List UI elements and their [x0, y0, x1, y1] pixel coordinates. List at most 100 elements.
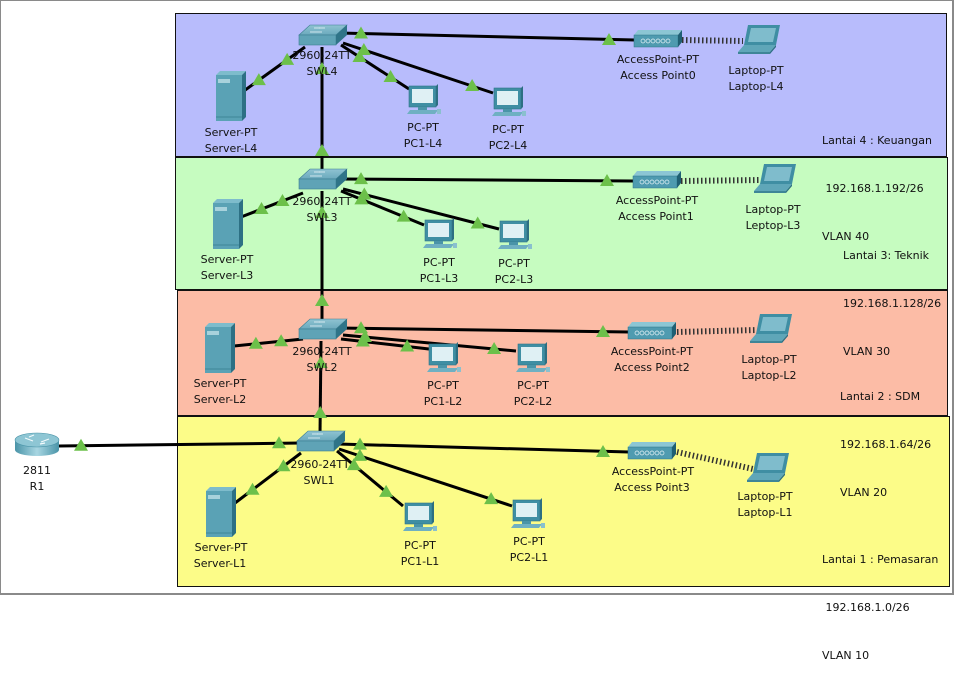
r1-model-label: 2811 — [23, 464, 51, 477]
link-light-swl1-side — [313, 406, 328, 419]
wireless-link-ap1-lap3[interactable] — [680, 177, 762, 184]
ap2-name-label: Access Point2 — [614, 361, 690, 374]
server-l4-model-label: Server-PT — [204, 126, 258, 139]
pc1-l4-model-label: PC-PT — [407, 121, 439, 134]
link-light-pc2l4-side — [465, 79, 480, 92]
link-light-swl3-side — [275, 193, 290, 206]
pc1-l2-name-label: PC1-L2 — [423, 395, 463, 408]
pc-icon-pc2l2[interactable] — [516, 342, 550, 372]
server-l1-model-label: Server-PT — [194, 541, 248, 554]
switch-icon-swl2[interactable] — [298, 318, 348, 340]
floor-4-subnet: 192.168.1.192/26 — [822, 182, 924, 195]
cable-swl2-pc2l2[interactable] — [342, 333, 517, 353]
link-light-swl2-side — [315, 294, 329, 306]
laptop-l2-name-label: Laptop-L2 — [741, 369, 797, 382]
switch-icon-swl4[interactable] — [298, 24, 348, 46]
laptop-icon-lap4[interactable] — [738, 25, 780, 54]
topology-canvas — [14, 24, 796, 537]
cable-swl2-srv2[interactable] — [233, 337, 304, 348]
pc-icon-pc2l3[interactable] — [498, 219, 532, 249]
pc-icon-pc1l3[interactable] — [423, 218, 457, 248]
pc2-l2-name-label: PC2-L2 — [513, 395, 553, 408]
cable-swl1-ap3[interactable] — [337, 442, 630, 454]
pc-icon-pc1l2[interactable] — [427, 342, 461, 372]
link-light-ap2-side — [596, 325, 610, 337]
link-light-pc2l3-side — [470, 216, 485, 229]
link-light-swl1-side — [352, 437, 367, 450]
link-light-swl2-side — [313, 355, 328, 368]
link-light-srv2-side — [248, 336, 263, 349]
floor-1-subnet: 192.168.1.0/26 — [822, 601, 910, 614]
wireless-link-ap2-lap2[interactable] — [676, 327, 758, 335]
link-light-swl1-side — [272, 436, 287, 449]
link-light-swl2-side — [353, 321, 368, 334]
link-light-pc2l1-side — [484, 492, 499, 505]
swl3-model-label: 2960-24TT — [292, 195, 352, 208]
floor-3-note: Lantai 3: Teknik 192.168.1.128/26 VLAN 3… — [843, 216, 941, 392]
link-light-ap0-side — [602, 33, 616, 45]
link-light-swl2-side — [357, 330, 372, 343]
switch-icon-swl3[interactable] — [298, 168, 348, 190]
link-light-srv3-side — [254, 202, 269, 215]
pc-icon-pc1l1[interactable] — [403, 501, 437, 531]
cable-swl3-pc1l3[interactable] — [340, 189, 425, 227]
wireless-link-ap0-lap4[interactable] — [681, 37, 744, 44]
pc-icon-pc1l4[interactable] — [407, 84, 441, 114]
pc2-l1-model-label: PC-PT — [513, 535, 545, 548]
cable-r1-swl1[interactable] — [58, 441, 302, 448]
pc2-l3-model-label: PC-PT — [498, 257, 530, 270]
server-icon-srv2[interactable] — [205, 323, 235, 373]
swl4-model-label: 2960-24TT — [292, 49, 352, 62]
logical-workspace[interactable]: 2811 R1 2960-24TT SWL4 2960-24TT SWL3 29… — [0, 0, 954, 662]
laptop-icon-lap2[interactable] — [750, 314, 792, 343]
laptop-l3-model-label: Laptop-PT — [745, 203, 801, 216]
ap3-model-label: AccessPoint-PT — [611, 465, 695, 478]
link-light-swl1-side — [346, 458, 361, 471]
floor-1-title: Lantai 1 : Pemasaran — [822, 553, 939, 566]
pc-icon-pc2l4[interactable] — [492, 86, 526, 116]
access-point-icon-ap3[interactable] — [627, 442, 676, 460]
cable-swl4-srv4[interactable] — [240, 45, 306, 95]
swl3-name-label: SWL3 — [306, 211, 338, 224]
cable-swl3-srv3[interactable] — [240, 191, 304, 219]
r1-name-label: R1 — [29, 480, 45, 493]
router-icon-r1[interactable] — [14, 432, 60, 456]
cable-swl2-pc1l2[interactable] — [340, 337, 430, 351]
access-point-icon-ap1[interactable] — [632, 171, 681, 189]
floor-4-vlan: VLAN 40 — [822, 230, 870, 243]
cable-swl4-ap0[interactable] — [338, 31, 636, 42]
link-light-ap1-side — [600, 174, 614, 186]
floor-2-title: Lantai 2 : SDM — [840, 390, 921, 403]
laptop-l2-model-label: Laptop-PT — [741, 353, 797, 366]
cable-swl4-pc1l4[interactable] — [340, 43, 410, 91]
floor-3-subnet: 192.168.1.128/26 — [843, 297, 942, 310]
ap2-model-label: AccessPoint-PT — [610, 345, 694, 358]
cable-swl1-pc2l1[interactable] — [338, 447, 513, 508]
pc-icon-pc2l1[interactable] — [511, 498, 545, 528]
server-icon-srv3[interactable] — [213, 199, 243, 249]
server-icon-srv1[interactable] — [206, 487, 236, 537]
laptop-l1-name-label: Laptop-L1 — [737, 506, 793, 519]
ap0-name-label: Access Point0 — [620, 69, 696, 82]
access-point-icon-ap0[interactable] — [633, 30, 682, 48]
server-l2-model-label: Server-PT — [193, 377, 247, 390]
pc1-l3-model-label: PC-PT — [423, 256, 455, 269]
link-light-swl3-side — [357, 187, 372, 200]
laptop-icon-lap3[interactable] — [754, 164, 796, 193]
wireless-link-ap3-lap1[interactable] — [676, 449, 754, 472]
link-light-pc1l1-side — [379, 484, 394, 497]
switch-icon-swl1[interactable] — [296, 430, 346, 452]
floor-2-area — [177, 290, 948, 416]
access-point-icon-ap2[interactable] — [627, 322, 676, 340]
cable-swl2-ap2[interactable] — [338, 326, 630, 334]
swl2-name-label: SWL2 — [306, 361, 338, 374]
link-light-srv4-side — [251, 73, 266, 86]
link-light-swl1-side — [276, 459, 291, 472]
laptop-l1-model-label: Laptop-PT — [737, 490, 793, 503]
floor-4-note: Lantai 4 : Keuangan 192.168.1.192/26 VLA… — [822, 101, 932, 277]
laptop-icon-lap1[interactable] — [747, 453, 789, 482]
server-icon-srv4[interactable] — [216, 71, 246, 121]
floor-3-vlan: VLAN 30 — [843, 345, 891, 358]
ap1-model-label: AccessPoint-PT — [615, 194, 699, 207]
cable-swl3-ap1[interactable] — [338, 177, 634, 183]
